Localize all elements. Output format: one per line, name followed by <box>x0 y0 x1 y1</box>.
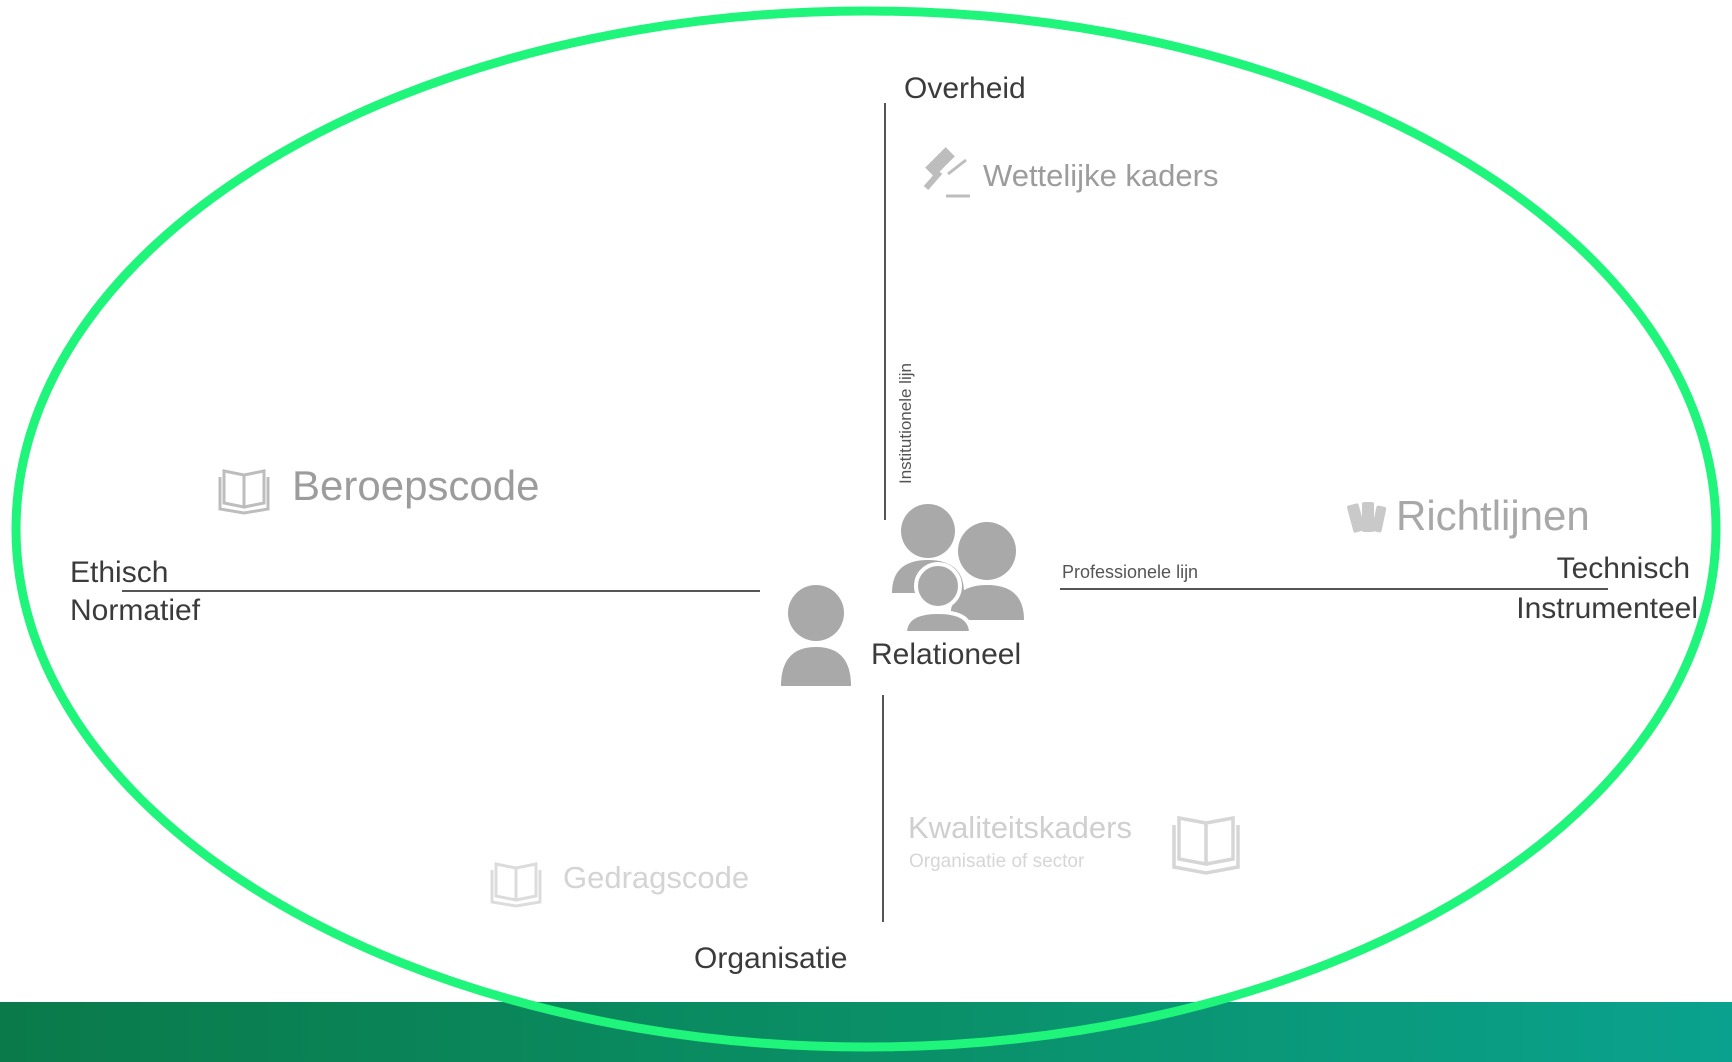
group-icon <box>892 504 1024 635</box>
kwaliteitskaders-label: Kwaliteitskaders <box>908 810 1132 845</box>
center-label: Relationeel <box>871 638 1022 671</box>
book-icon <box>490 862 542 908</box>
axis-label-left-2: Normatief <box>70 594 201 627</box>
bottom-band <box>0 1002 1732 1062</box>
axis-label-bottom: Organisatie <box>694 942 848 975</box>
beroepscode-label: Beroepscode <box>292 462 540 509</box>
axis-label-top: Overheid <box>904 72 1026 105</box>
richtlijnen-label: Richtlijnen <box>1396 492 1590 539</box>
wettelijke-kaders-label: Wettelijke kaders <box>983 158 1219 193</box>
ellipse-outline <box>11 6 1721 1052</box>
axis-label-left-1: Ethisch <box>70 556 169 589</box>
vertical-axis-caption: Institutionele lijn <box>896 363 915 484</box>
books-icon <box>1347 502 1387 533</box>
gavel-icon <box>923 147 970 198</box>
book-icon <box>218 469 270 515</box>
horizontal-axis-caption: Professionele lijn <box>1062 562 1199 582</box>
kwaliteitskaders-sublabel: Organisatie of sector <box>909 851 1085 872</box>
axis-label-right-1: Technisch <box>1556 552 1690 585</box>
person-icon <box>781 585 851 686</box>
book-icon <box>1172 815 1240 875</box>
gedragscode-label: Gedragscode <box>563 860 750 895</box>
axis-label-right-2: Instrumenteel <box>1516 592 1698 625</box>
